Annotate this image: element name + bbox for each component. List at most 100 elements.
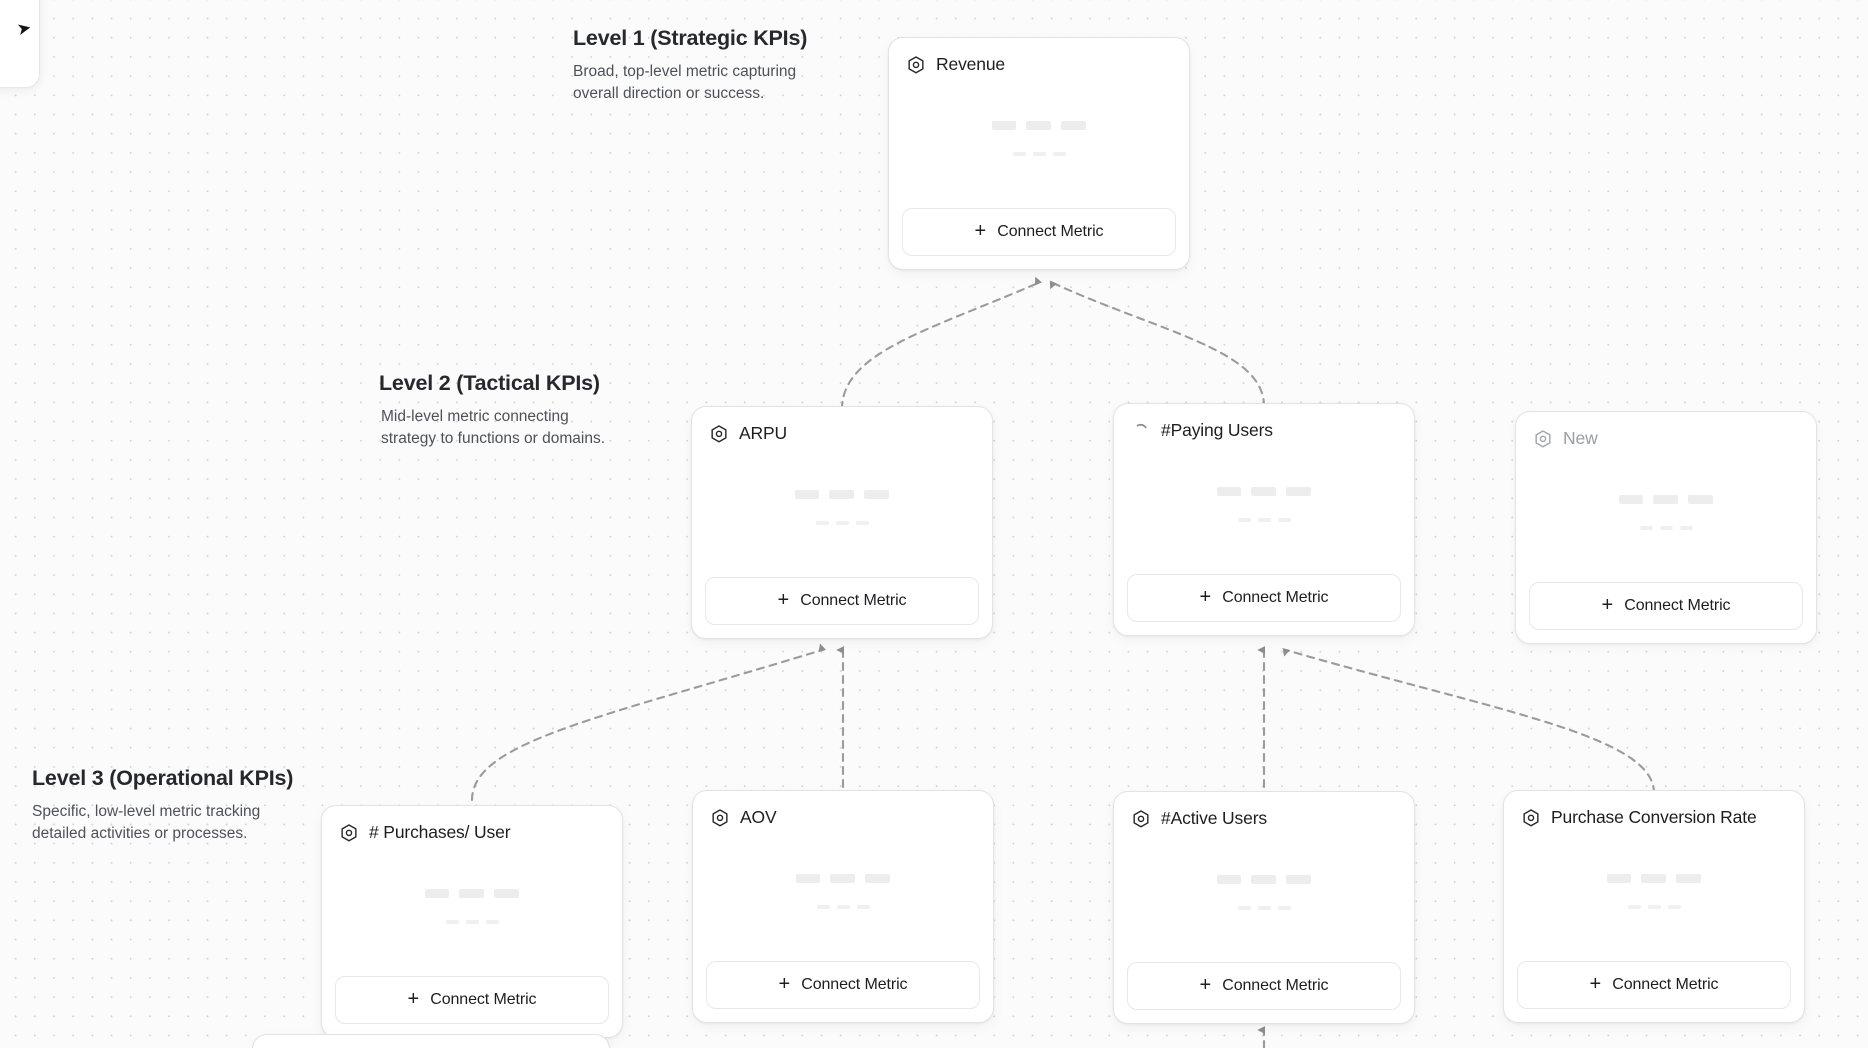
skeleton-bar [1277, 906, 1291, 910]
skeleton-bar [1257, 518, 1271, 522]
card-title: ARPU [739, 423, 788, 443]
level-2-title: Level 2 (Tactical KPIs) [379, 371, 600, 395]
skeleton-bar [836, 905, 850, 909]
hexagon-target-icon [1535, 429, 1551, 447]
skeleton-row-primary [1619, 495, 1713, 504]
metric-card-paying-users[interactable]: #Paying Users + Connect Metric [1113, 403, 1415, 636]
level-2-label: Level 2 (Tactical KPIs) Mid-level metric… [379, 371, 629, 450]
skeleton-bar [835, 521, 849, 525]
skeleton-bar [1251, 875, 1276, 884]
skeleton-bar [1237, 906, 1251, 910]
skeleton-bar [445, 920, 459, 924]
skeleton-bar [795, 490, 819, 499]
skeleton-bar [1688, 495, 1713, 504]
connect-metric-button[interactable]: + Connect Metric [335, 976, 609, 1024]
skeleton-row-primary [1217, 875, 1311, 884]
card-title: Revenue [936, 54, 1006, 74]
metric-card-new[interactable]: New + Connect Metric [1515, 411, 1817, 644]
skeleton-row-secondary [1012, 152, 1066, 156]
floating-corner-panel[interactable]: ➤ [0, 0, 40, 88]
connect-metric-button[interactable]: + Connect Metric [1127, 574, 1401, 622]
card-header: #Paying Users [1127, 417, 1401, 441]
skeleton-bar [1012, 152, 1026, 156]
card-header: Purchase Conversion Rate [1517, 804, 1791, 828]
card-title: # Purchases/ User [369, 822, 511, 842]
card-skeleton-body [1517, 828, 1791, 961]
skeleton-bar [1061, 121, 1086, 130]
metric-card-active-users[interactable]: #Active Users + Connect Metric [1113, 791, 1415, 1024]
metric-card-aov[interactable]: AOV + Connect Metric [692, 790, 994, 1023]
metric-card-partial-bottom[interactable] [252, 1034, 610, 1048]
card-skeleton-body [1127, 829, 1401, 962]
hexagon-target-icon [1523, 808, 1539, 826]
plus-icon: + [1199, 974, 1212, 996]
skeleton-bar [1667, 905, 1681, 909]
metric-card-arpu[interactable]: ARPU + Connect Metric [691, 406, 993, 639]
connect-metric-button[interactable]: + Connect Metric [902, 208, 1176, 256]
skeleton-bar [992, 121, 1016, 130]
connect-metric-label: Connect Metric [1222, 589, 1329, 606]
skeleton-bar [865, 874, 890, 883]
skeleton-bar [856, 905, 870, 909]
skeleton-bar [1641, 874, 1666, 883]
metric-card-purchase-conversion-rate[interactable]: Purchase Conversion Rate + Connect Metri… [1503, 790, 1805, 1023]
skeleton-bar [425, 889, 449, 898]
metric-card-revenue[interactable]: Revenue + Connect Metric [888, 37, 1190, 270]
skeleton-bar [1251, 487, 1276, 496]
connect-metric-button[interactable]: + Connect Metric [705, 577, 979, 625]
level-3-label: Level 3 (Operational KPIs) Specific, low… [32, 766, 294, 845]
card-header: New [1529, 425, 1803, 449]
plus-icon: + [1601, 594, 1614, 616]
skeleton-bar [1286, 875, 1311, 884]
connect-metric-button[interactable]: + Connect Metric [706, 961, 980, 1009]
skeleton-bar [1619, 495, 1643, 504]
card-skeleton-body [902, 75, 1176, 208]
skeleton-row-primary [796, 874, 890, 883]
connect-metric-button[interactable]: + Connect Metric [1127, 962, 1401, 1010]
skeleton-bar [796, 874, 820, 883]
plus-icon: + [1199, 586, 1212, 608]
card-skeleton-body [335, 843, 609, 976]
card-skeleton-body [1127, 441, 1401, 574]
metric-card-purchases-per-user[interactable]: # Purchases/ User + Connect Metric [321, 805, 623, 1038]
card-skeleton-body [706, 828, 980, 961]
skeleton-bar [1639, 526, 1653, 530]
connect-metric-label: Connect Metric [1624, 597, 1731, 614]
connect-metric-label: Connect Metric [997, 223, 1104, 240]
skeleton-bar [1607, 874, 1631, 883]
cursor-icon: ➤ [14, 17, 33, 39]
skeleton-bar [1627, 905, 1641, 909]
card-title: #Paying Users [1161, 420, 1273, 440]
hexagon-target-icon [711, 424, 727, 442]
skeleton-row-primary [1217, 487, 1311, 496]
skeleton-row-primary [1607, 874, 1701, 883]
spinner-icon [1136, 423, 1147, 428]
level-1-title: Level 1 (Strategic KPIs) [573, 26, 808, 50]
card-header: #Active Users [1127, 805, 1401, 829]
level-2-description: Mid-level metric connecting strategy to … [381, 408, 606, 447]
skeleton-bar [830, 874, 855, 883]
skeleton-row-secondary [1639, 526, 1693, 530]
skeleton-bar [1032, 152, 1046, 156]
skeleton-row-secondary [1627, 905, 1681, 909]
card-title: AOV [740, 807, 777, 827]
skeleton-bar [864, 490, 889, 499]
skeleton-bar [1286, 487, 1311, 496]
skeleton-bar [1653, 495, 1678, 504]
hexagon-target-icon [1133, 809, 1149, 827]
connect-metric-button[interactable]: + Connect Metric [1517, 961, 1791, 1009]
skeleton-bar [1676, 874, 1701, 883]
connect-metric-button[interactable]: + Connect Metric [1529, 582, 1803, 630]
skeleton-bar [1659, 526, 1673, 530]
hexagon-target-icon [712, 808, 728, 826]
skeleton-bar [465, 920, 479, 924]
skeleton-row-secondary [815, 521, 869, 525]
plus-icon: + [407, 988, 420, 1010]
card-skeleton-body [705, 444, 979, 577]
level-3-title: Level 3 (Operational KPIs) [32, 766, 294, 790]
skeleton-bar [1052, 152, 1066, 156]
card-title: Purchase Conversion Rate [1551, 807, 1757, 827]
skeleton-bar [1277, 518, 1291, 522]
skeleton-bar [1257, 906, 1271, 910]
